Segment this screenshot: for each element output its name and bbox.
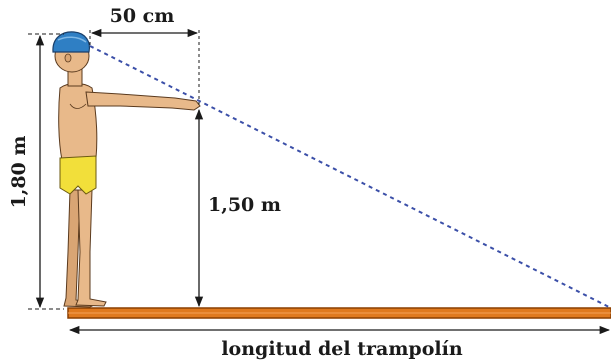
board-length-label: longitud del trampolín bbox=[221, 338, 462, 360]
height-label: 1,80 m bbox=[8, 136, 30, 209]
arm-span-dimension bbox=[89, 28, 200, 106]
diving-board bbox=[67, 307, 611, 319]
swimmer-figure bbox=[52, 31, 201, 308]
eye-to-board-label: 1,50 m bbox=[208, 194, 281, 216]
sight-line bbox=[89, 45, 610, 308]
arm-span-label: 50 cm bbox=[110, 5, 175, 27]
height-dimension bbox=[28, 33, 64, 310]
